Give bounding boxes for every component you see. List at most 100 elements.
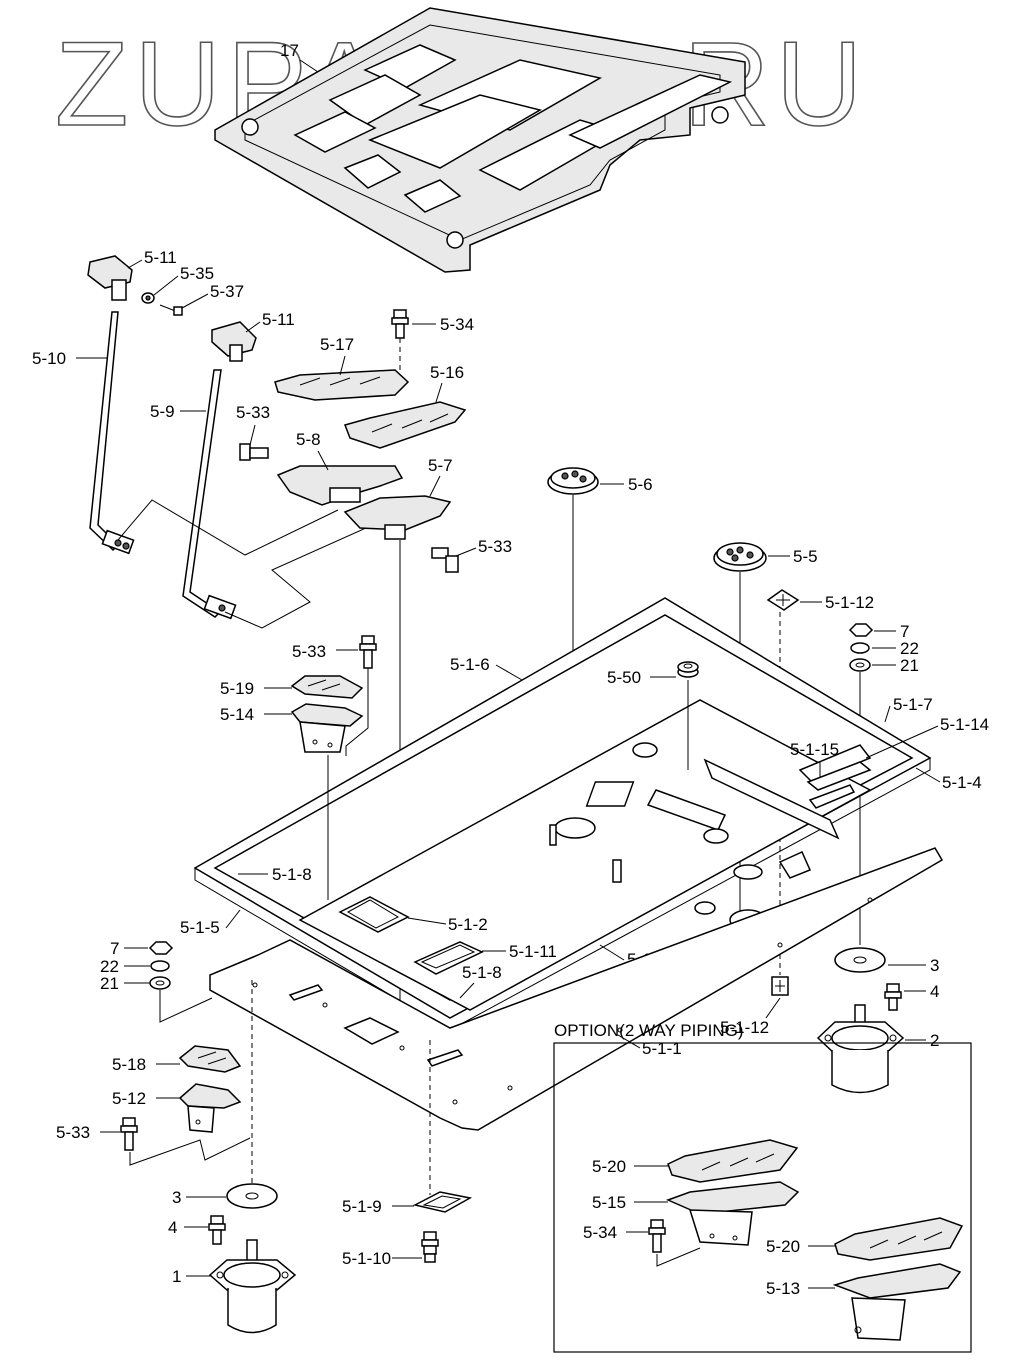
label-5-1-4: 5-1-4 <box>942 773 982 792</box>
bolt-part-5-33-d <box>120 1117 138 1151</box>
washer-part-3-a <box>834 947 886 973</box>
label-22-a: 22 <box>900 639 919 658</box>
label-21-b: 21 <box>100 974 119 993</box>
label-5-33-c: 5-33 <box>292 642 326 661</box>
pedal-bracket-part-5-15 <box>665 1181 800 1246</box>
pedal-bracket-part-5-13 <box>832 1263 962 1341</box>
label-3-a: 3 <box>930 956 939 975</box>
floor-mat-part-17 <box>214 7 746 273</box>
screw-part-5-37 <box>159 304 183 316</box>
label-5-8: 5-8 <box>296 430 321 449</box>
pedal-pad-part-5-17 <box>274 369 410 401</box>
pedal-bracket-part-5-12 <box>178 1083 242 1133</box>
label-5-50: 5-50 <box>607 668 641 687</box>
label-5-20-b: 5-20 <box>766 1237 800 1256</box>
label-5-10: 5-10 <box>32 349 66 368</box>
floor-plate-part-5-1-3 <box>298 699 893 1011</box>
option-box: OPTION(2 WAY PIPING) 5-20 5-15 5-34 5-20 <box>553 1021 972 1353</box>
label-5-37: 5-37 <box>210 282 244 301</box>
bolt-part-5-1-10 <box>421 1231 439 1263</box>
label-5-1-12-a: 5-1-12 <box>825 593 874 612</box>
label-5-9: 5-9 <box>150 402 175 421</box>
label-5-33-a: 5-33 <box>236 403 270 422</box>
label-5-1-8-a: 5-1-8 <box>272 865 312 884</box>
nut-part-7-a <box>848 623 874 637</box>
washer-part-22-b <box>150 960 170 972</box>
label-5-17: 5-17 <box>320 335 354 354</box>
bolt-part-4-b <box>208 1215 226 1245</box>
label-4-a: 4 <box>930 982 939 1001</box>
pedal-pad-part-5-19 <box>290 675 364 699</box>
label-5-20-a: 5-20 <box>592 1157 626 1176</box>
bolt-part-5-34-b <box>648 1219 666 1253</box>
label-5-5: 5-5 <box>793 547 818 566</box>
bolt-part-5-33-a <box>239 443 269 461</box>
pedal-pad-part-5-20-b <box>834 1217 964 1261</box>
label-5-1-14: 5-1-14 <box>940 715 989 734</box>
label-5-1-15: 5-1-15 <box>790 740 839 759</box>
label-5-1-9: 5-1-9 <box>342 1197 382 1216</box>
label-17: 17 <box>280 41 299 60</box>
bolt-part-4-a <box>884 983 902 1011</box>
label-5-6: 5-6 <box>628 475 653 494</box>
label-5-13: 5-13 <box>766 1279 800 1298</box>
label-5-15: 5-15 <box>592 1193 626 1212</box>
bracket-part-5-7 <box>343 495 452 540</box>
engine-mount-part-1 <box>208 1239 297 1334</box>
knob-part-5-11-b <box>211 321 257 362</box>
pedal-pad-part-5-20-a <box>667 1139 799 1183</box>
label-5-1-7: 5-1-7 <box>893 695 933 714</box>
floor-plate-part-5-1-1 <box>209 847 944 1131</box>
grommet-part-5-6 <box>547 467 599 495</box>
label-5-35: 5-35 <box>180 264 214 283</box>
label-2: 2 <box>930 1031 939 1050</box>
knob-part-5-11-a <box>87 255 133 301</box>
cover-plate-part-5-1-12-b <box>771 976 789 996</box>
bracket-part-5-8 <box>276 465 404 506</box>
lever-part-5-10 <box>89 311 135 555</box>
pedal-pad-part-5-18 <box>178 1045 242 1073</box>
label-5-16: 5-16 <box>430 363 464 382</box>
label-5-1-5: 5-1-5 <box>180 918 220 937</box>
grommet-part-5-5 <box>713 542 767 572</box>
label-7-b: 7 <box>110 939 119 958</box>
seal-plate-part-5-1-9 <box>412 1191 473 1213</box>
label-5-1-8-b: 5-1-8 <box>462 963 502 982</box>
pedal-pad-part-5-16 <box>344 401 467 449</box>
label-5-7: 5-7 <box>428 456 453 475</box>
label-4-b: 4 <box>168 1218 177 1237</box>
pedal-bracket-part-5-14 <box>290 703 364 753</box>
nut-part-7-b <box>148 941 174 955</box>
washer-part-3-b <box>226 1183 278 1209</box>
lever-part-5-9 <box>182 369 237 620</box>
label-5-11-a: 5-11 <box>144 248 177 267</box>
label-5-1-11: 5-1-11 <box>509 942 557 961</box>
label-5-12: 5-12 <box>112 1089 146 1108</box>
label-21-a: 21 <box>900 656 919 675</box>
label-5-1-6: 5-1-6 <box>450 655 490 674</box>
washer-part-21-b <box>149 976 171 990</box>
option-box-title: OPTION(2 WAY PIPING) <box>554 1021 744 1040</box>
washer-part-21-a <box>849 658 871 672</box>
engine-mount-part-2 <box>816 1004 905 1094</box>
washer-part-22-a <box>850 642 870 654</box>
label-7-a: 7 <box>900 622 909 641</box>
label-22-b: 22 <box>100 957 119 976</box>
label-5-33-b: 5-33 <box>478 537 512 556</box>
cover-plate-part-5-1-12-a <box>766 589 800 611</box>
label-5-1-2: 5-1-2 <box>448 915 488 934</box>
label-5-14: 5-14 <box>220 705 254 724</box>
label-3-b: 3 <box>172 1188 181 1207</box>
label-5-1-1: 5-1-1 <box>642 1039 682 1058</box>
bolt-part-5-33-c <box>359 635 377 669</box>
bolt-part-5-34-a <box>391 309 409 380</box>
washer-part-5-35 <box>141 292 155 304</box>
label-5-18: 5-18 <box>112 1055 146 1074</box>
label-5-1-10: 5-1-10 <box>342 1249 391 1268</box>
bolt-part-5-33-b <box>431 547 459 573</box>
label-1: 1 <box>172 1267 181 1286</box>
label-5-34-a: 5-34 <box>440 315 474 334</box>
label-5-1-12-b: 5-1-12 <box>720 1018 769 1037</box>
